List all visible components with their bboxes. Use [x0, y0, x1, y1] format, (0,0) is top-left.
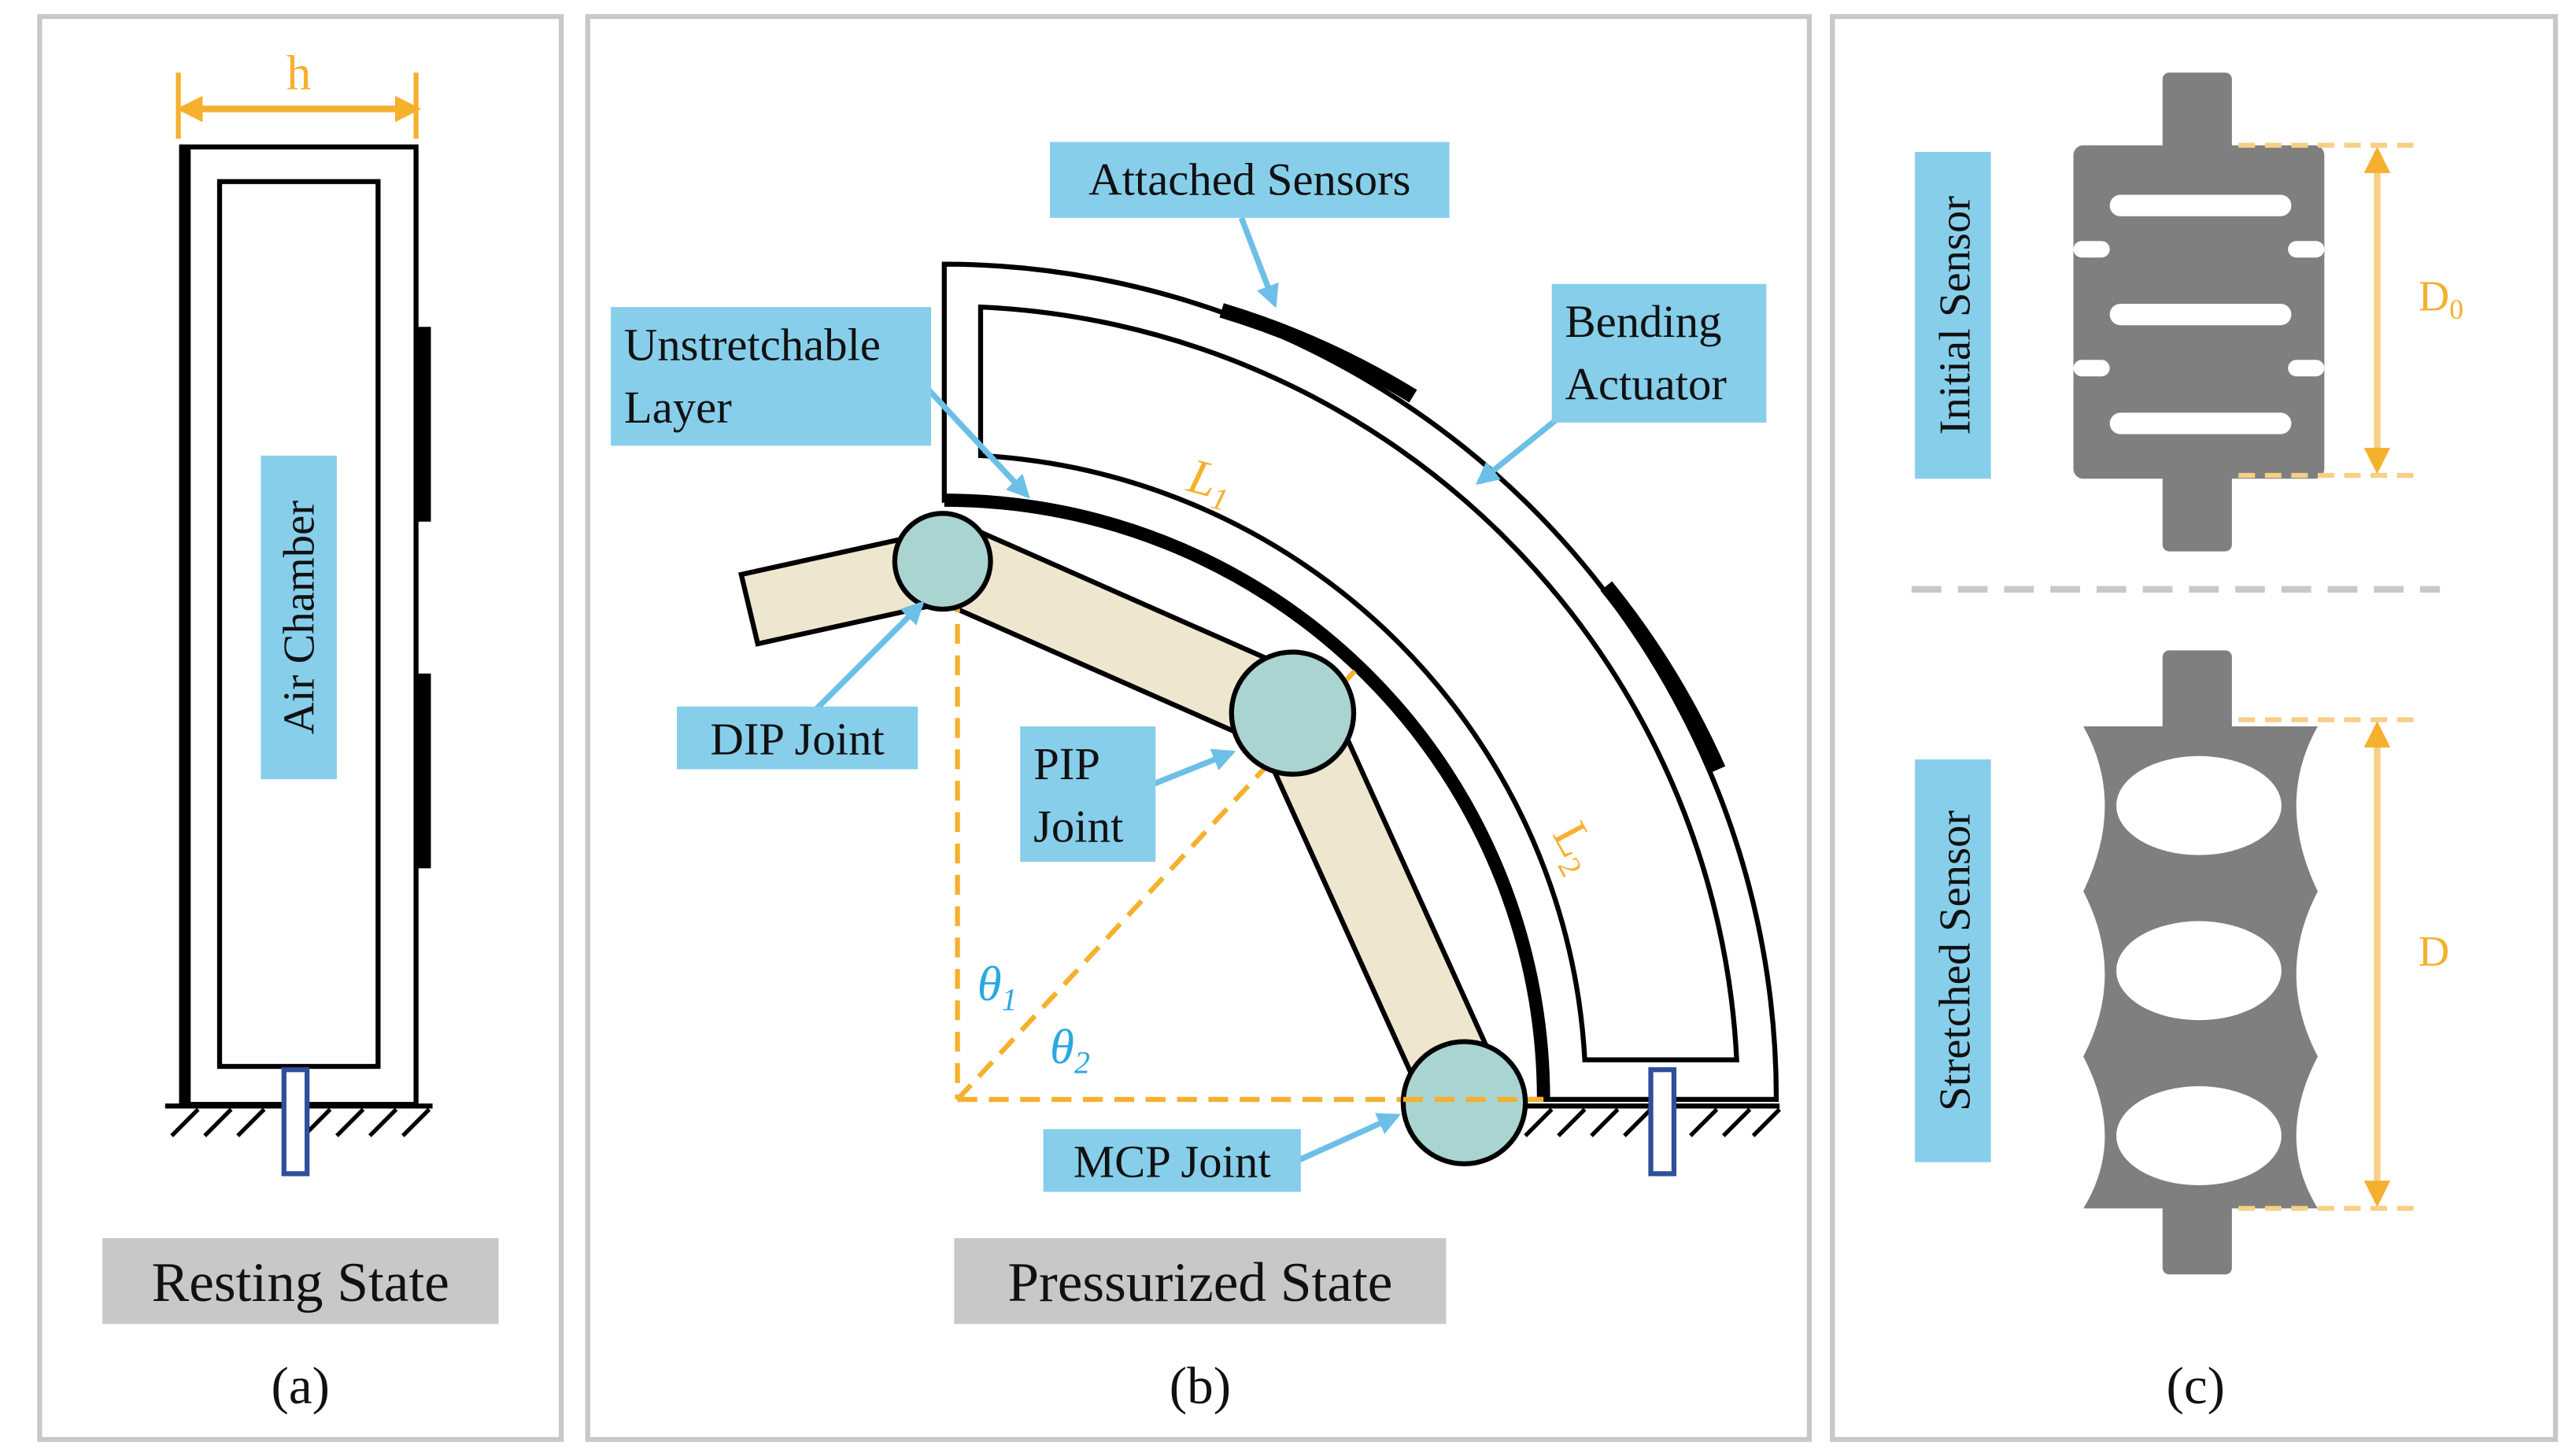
attached-sensor-2 [1600, 581, 1726, 773]
stretched-sensor-label-bg [1915, 759, 1991, 1162]
stretched-sensor-label: Stretched Sensor [1931, 811, 1979, 1111]
panel-c-caption: (c) [2166, 1356, 2224, 1415]
resting-sensor-bottom [416, 673, 431, 869]
panel-b-border [585, 13, 1813, 1443]
initial-sensor-label: Initial Sensor [1931, 196, 1979, 435]
mcp-joint [1400, 1039, 1528, 1166]
panel-a-caption: (a) [272, 1356, 330, 1415]
attached-sensors-label-bg [1050, 142, 1450, 218]
pressurized-state-title-bg [954, 1238, 1447, 1325]
d-label: D [2419, 927, 2449, 975]
air-chamber-label-bg [261, 455, 337, 780]
panel-b: L1 L2 θ1 θ2 Attached Sensors Unstretchab… [585, 13, 1813, 1443]
attached-sensor-1 [1219, 303, 1417, 403]
pressurized-state-title: Pressurized State [1007, 1251, 1392, 1314]
resting-state-title-bg [102, 1238, 499, 1325]
bending-actuator-label-bg [1551, 283, 1767, 423]
initial-sensor-label-bg [1915, 151, 1991, 479]
stretched-sensor-holes [2073, 709, 2282, 1186]
unstretchable-label-line2: Layer [624, 382, 732, 433]
pressurized-peg [1648, 1067, 1677, 1177]
resting-state-title: Resting State [152, 1251, 449, 1314]
d0-label: D0 [2419, 272, 2463, 324]
panel-c-border [1830, 13, 2559, 1443]
initial-sensor-slots [2073, 194, 2325, 434]
theta-1-label: θ1 [977, 956, 1018, 1018]
unstretchable-label-line1: Unstretchable [624, 319, 881, 370]
panel-b-caption: (b) [1170, 1356, 1231, 1415]
pip-joint-label-bg [1020, 726, 1156, 862]
dip-joint-label: DIP Joint [710, 714, 884, 765]
mcp-joint-label: MCP Joint [1074, 1136, 1271, 1188]
pip-label-line1: PIP [1033, 738, 1100, 789]
theta-2-label: θ2 [1050, 1019, 1090, 1081]
air-chamber-label: Air Chamber [275, 501, 324, 734]
unstretchable-layer [944, 493, 1550, 1099]
unstretchable-layer-label-bg [611, 307, 932, 446]
resting-peg [281, 1067, 310, 1177]
pip-joint [1229, 649, 1357, 777]
panel-a: h Air Chamber Resting State (a) [37, 13, 564, 1443]
resting-sensor-top [416, 327, 431, 522]
h-dimension-label: h [286, 45, 311, 100]
mcp-joint-label-bg [1043, 1129, 1301, 1192]
pressurized-ground-hatch [1524, 1107, 1782, 1137]
dip-joint [892, 511, 993, 612]
panel-a-border [37, 13, 564, 1443]
bending-label-line2: Actuator [1565, 359, 1727, 410]
attached-sensors-label: Attached Sensors [1088, 154, 1410, 205]
panel-c: Initial Sensor D0 Stretched Sensor [1830, 13, 2559, 1443]
bending-label-line1: Bending [1565, 296, 1721, 347]
dip-joint-label-bg [677, 706, 918, 770]
bending-actuator-inner [977, 304, 1739, 1062]
pip-label-line2: Joint [1033, 801, 1123, 852]
